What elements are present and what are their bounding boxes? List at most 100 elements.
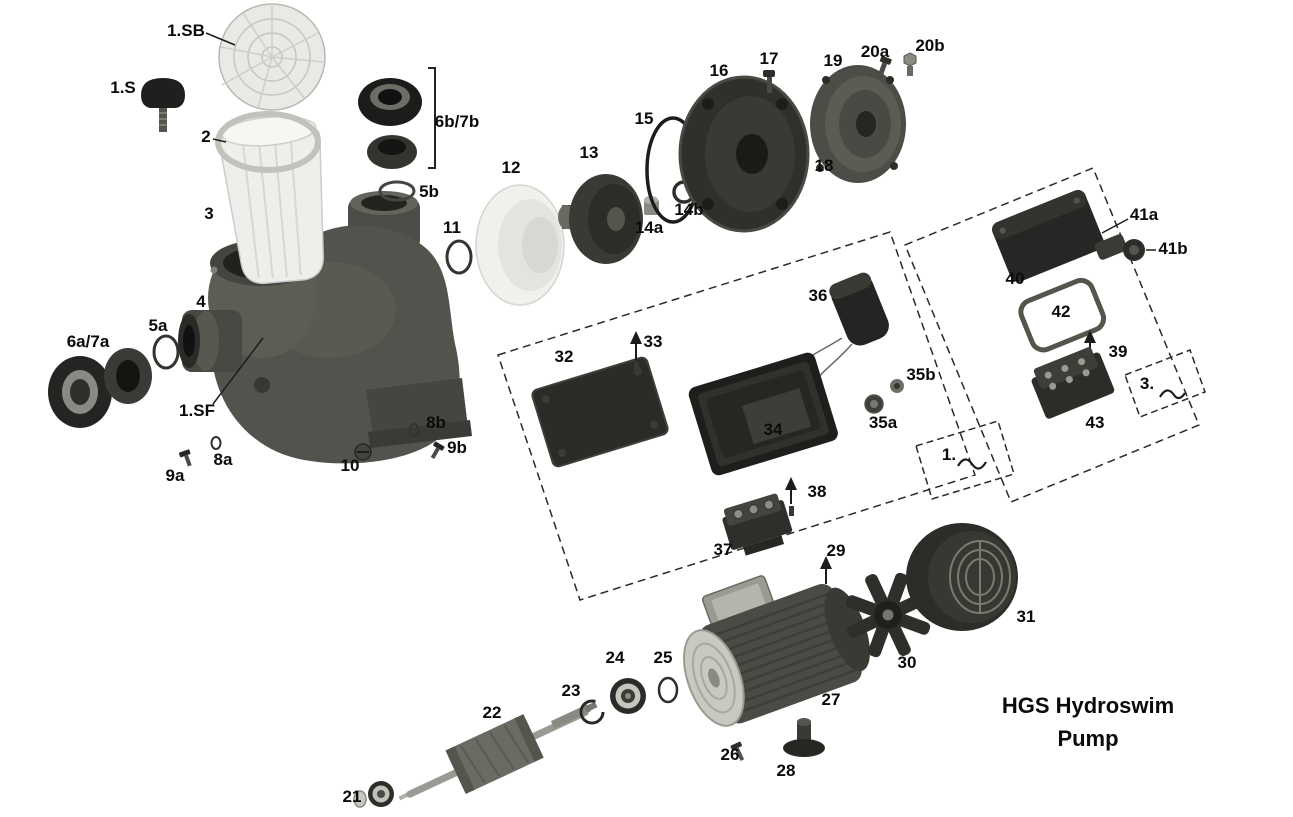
o-ring-8a xyxy=(210,436,222,450)
part-label-5-12: 12 xyxy=(501,158,521,177)
electrical-group-box-right xyxy=(904,167,1200,503)
plug-10 xyxy=(354,443,372,461)
cable-squiggle-3 xyxy=(1159,389,1186,400)
junction-box-40 xyxy=(992,190,1104,282)
leader-line-41a xyxy=(1101,218,1129,234)
part-label-36-40: 40 xyxy=(1005,269,1025,288)
part-label-43-1: 1. xyxy=(941,445,957,464)
part-label-29-36: 36 xyxy=(808,286,828,305)
motor xyxy=(683,575,870,727)
part-label-35-29: 29 xyxy=(826,541,846,560)
part-label-44-31: 31 xyxy=(1016,607,1036,626)
part-label-14-14b: 14b xyxy=(674,200,704,219)
part-label-31-35a: 35a xyxy=(868,413,898,432)
part-label-51-26: 26 xyxy=(720,745,740,764)
screw-17 xyxy=(763,70,775,93)
gasket-42 xyxy=(1018,277,1107,353)
lid-knob xyxy=(141,78,185,132)
part-label-13-18: 18 xyxy=(814,156,834,175)
part-label-9-17: 17 xyxy=(759,49,779,68)
part-label-47-25: 25 xyxy=(653,648,673,667)
part-label-52-28: 28 xyxy=(776,761,796,780)
bolt-20a xyxy=(876,55,892,80)
title-line-2: Pump xyxy=(1057,726,1119,751)
part-label-37-41a: 41a xyxy=(1129,205,1159,224)
part-label-15-14a: 14a xyxy=(634,218,664,237)
cable-option-box-1 xyxy=(915,420,1015,500)
bolt-20b xyxy=(903,52,917,76)
o-ring-25 xyxy=(657,676,679,704)
lid-o-ring xyxy=(215,111,321,173)
union-6a7a xyxy=(48,348,152,428)
part-label-1-1s: 1.S xyxy=(110,78,136,97)
strainer-lid xyxy=(218,3,326,111)
part-label-40-39: 39 xyxy=(1108,342,1128,361)
cable-option-box-3 xyxy=(1124,349,1206,418)
o-ring-5b xyxy=(378,180,416,202)
part-label-49-22: 22 xyxy=(482,703,502,722)
part-label-27-32: 32 xyxy=(554,347,574,366)
circlip-23 xyxy=(579,699,605,725)
seal-plate xyxy=(678,75,810,233)
cable-gland-41 xyxy=(1094,234,1145,261)
screw-arrow-33 xyxy=(630,331,642,371)
part-label-26-10: 10 xyxy=(340,456,360,475)
part-label-28-33: 33 xyxy=(643,332,663,351)
part-label-12-20b: 20b xyxy=(915,36,945,55)
electrical-group-box-middle xyxy=(497,231,976,601)
part-label-45-30: 30 xyxy=(897,653,917,672)
terminal-cover-32 xyxy=(531,356,669,468)
part-label-11-20a: 20a xyxy=(860,42,890,61)
foot-28 xyxy=(783,718,825,757)
part-label-4-5b: 5b xyxy=(419,182,439,201)
motor-bracket xyxy=(810,65,906,183)
cable-squiggle-1 xyxy=(957,458,987,470)
part-label-30-35b: 35b xyxy=(906,365,936,384)
part-label-20-6a7a: 6a/7a xyxy=(66,332,110,351)
part-label-19-5a: 5a xyxy=(148,316,168,335)
part-label-24-8a: 8a xyxy=(213,450,233,469)
bearing-21 xyxy=(353,781,394,808)
screw-9a xyxy=(178,449,192,467)
part-label-53-21: 21 xyxy=(342,787,362,806)
terminal-box-34 xyxy=(688,352,838,476)
bearing-24 xyxy=(610,678,646,714)
leader-line-2 xyxy=(212,138,227,143)
part-label-7-15: 15 xyxy=(634,109,654,128)
part-label-42-43: 43 xyxy=(1085,413,1105,432)
part-label-34-37: 37 xyxy=(713,540,733,559)
screw-arrow-38 xyxy=(785,477,797,516)
diffuser xyxy=(475,184,565,306)
part-label-48-23: 23 xyxy=(561,681,581,700)
part-label-2-2: 2 xyxy=(201,127,211,146)
part-label-38-41b: 41b xyxy=(1158,239,1188,258)
screw-26 xyxy=(730,741,745,761)
part-label-25-9a: 9a xyxy=(165,466,185,485)
part-label-16-3: 3 xyxy=(204,204,214,223)
terminal-block-43 xyxy=(1031,347,1115,419)
part-label-22-8b: 8b xyxy=(426,413,446,432)
impeller xyxy=(558,174,643,264)
screw-9b xyxy=(430,441,445,460)
part-label-23-9b: 9b xyxy=(447,438,467,457)
terminal-board-37 xyxy=(722,493,793,556)
union-6b7b xyxy=(358,78,422,169)
part-label-18-4: 4 xyxy=(196,292,206,311)
cable-gland-35a xyxy=(864,394,884,414)
part-label-32-34: 34 xyxy=(763,420,783,439)
part-label-6-13: 13 xyxy=(579,143,599,162)
bracket-6b7b xyxy=(428,67,436,169)
part-label-46-24: 24 xyxy=(605,648,625,667)
part-label-33-38: 38 xyxy=(807,482,827,501)
part-label-41-3: 3. xyxy=(1139,374,1155,393)
leader-line-1sb xyxy=(205,32,236,46)
part-label-50-27: 27 xyxy=(821,690,841,709)
o-ring-11 xyxy=(445,239,473,275)
part-label-21-1sf: 1.SF xyxy=(179,401,215,420)
part-label-17-11: 11 xyxy=(443,218,461,237)
o-ring-8b xyxy=(408,423,420,437)
title-line-1: HGS Hydroswim xyxy=(1001,693,1175,718)
